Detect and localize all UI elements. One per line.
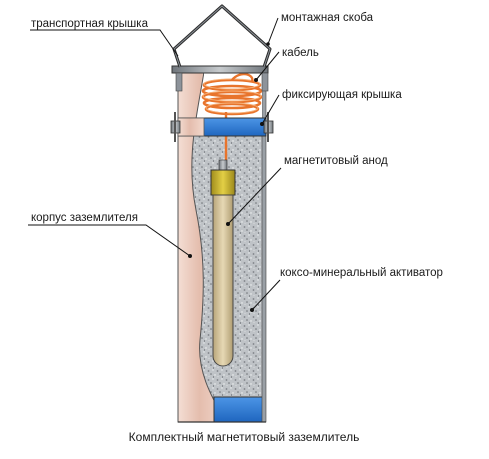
- label-mounting-bracket: монтажная скоба: [281, 12, 374, 24]
- caption: Комплектный магнетитовый заземлитель: [129, 430, 360, 444]
- bottom-plug: [213, 396, 265, 423]
- transport-cover: [171, 65, 269, 92]
- anode-neck: [218, 159, 228, 171]
- label-activator: коксо-минеральный активатор: [280, 267, 443, 279]
- label-cable: кабель: [282, 47, 319, 59]
- fixing-cover: [170, 112, 274, 142]
- anode-cap: [210, 169, 236, 196]
- magnetite-anode: [210, 159, 236, 367]
- label-fixing-cover: фиксирующая крышка: [282, 89, 402, 101]
- label-magnetite-anode: магнетитовый анод: [284, 155, 388, 167]
- leader-lines: [28, 17, 282, 312]
- cable-chamber: [201, 72, 263, 173]
- label-transport-cover: транспортная крышка: [31, 18, 149, 30]
- anode-rod: [212, 194, 234, 367]
- label-body: корпус заземлителя: [31, 212, 138, 224]
